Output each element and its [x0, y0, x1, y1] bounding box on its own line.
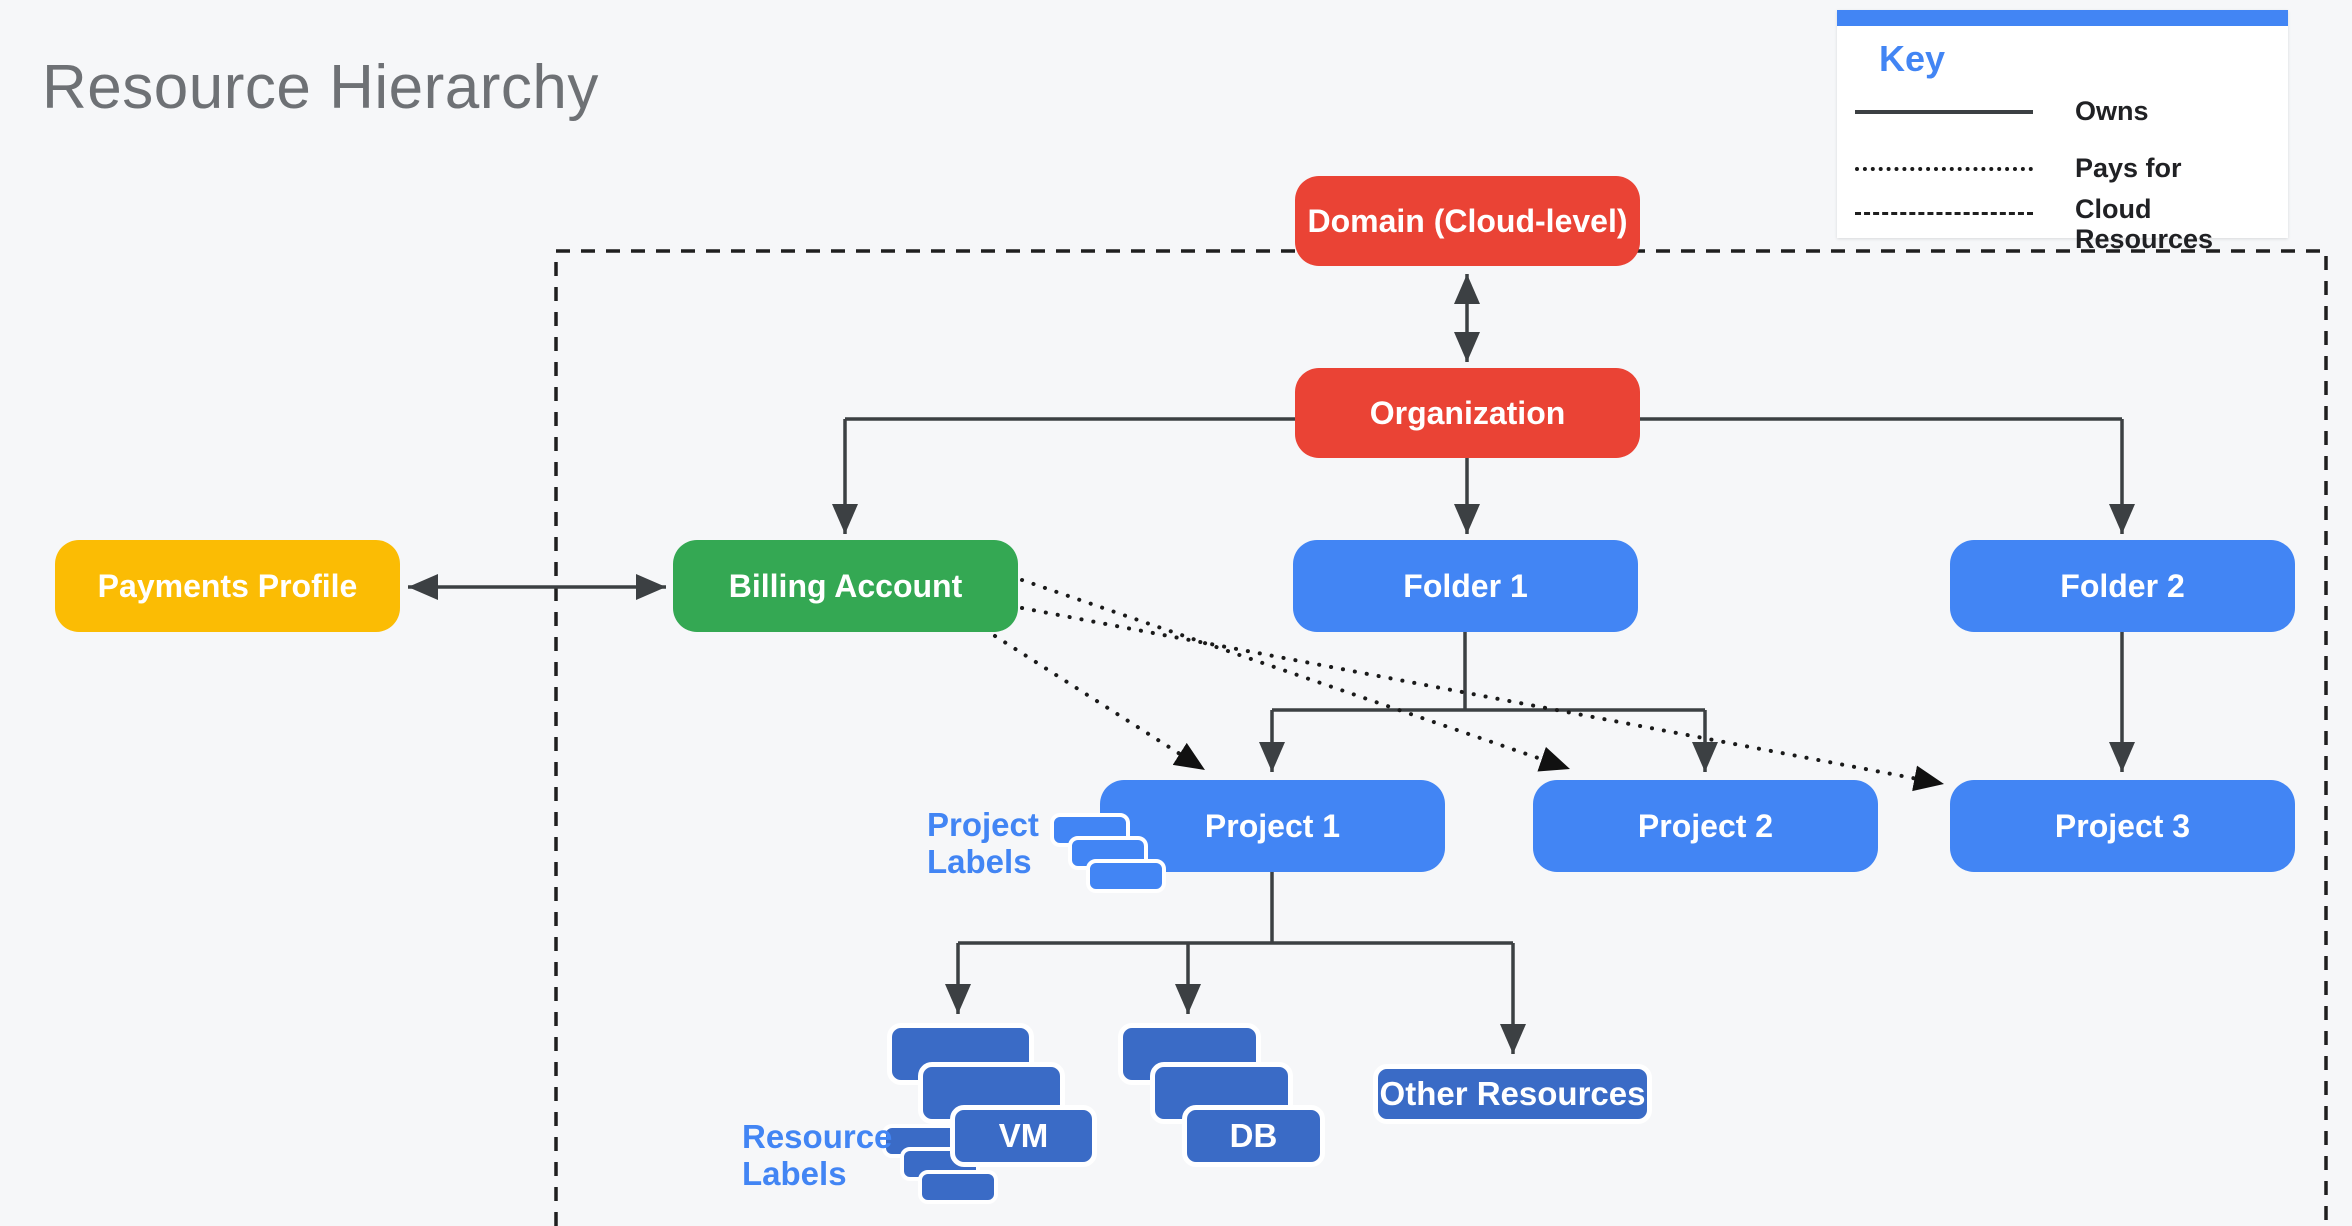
node-vm-label: VM: [998, 1117, 1049, 1154]
node-payments-profile-label: Payments Profile: [97, 567, 358, 604]
legend-cloud-resources-label: Cloud Resources: [2075, 194, 2214, 254]
node-folder-1: Folder 1: [1293, 540, 1638, 632]
node-billing-account: Billing Account: [673, 540, 1018, 632]
node-organization-label: Organization: [1369, 394, 1566, 431]
node-folder-2: Folder 2: [1950, 540, 2295, 632]
key-panel: Key Owns Pays for Cloud Resources: [1837, 10, 2288, 254]
node-vm: VM: [950, 1105, 1097, 1167]
node-domain-label: Domain (Cloud-level): [1307, 202, 1628, 239]
node-project-3: Project 3: [1950, 780, 2295, 872]
page-title: Resource Hierarchy: [42, 53, 599, 122]
node-domain: Domain (Cloud-level): [1295, 176, 1640, 266]
node-db-label: DB: [1229, 1117, 1278, 1154]
project1-rail: [958, 872, 1513, 945]
node-payments-profile: Payments Profile: [55, 540, 400, 632]
project-label-card: [1086, 859, 1166, 893]
legend-owns-label: Owns: [2075, 96, 2149, 126]
node-folder-2-label: Folder 2: [2060, 567, 2185, 604]
legend-pays-for-label: Pays for: [2075, 153, 2182, 183]
legend-cloud-resources-line: [1855, 212, 2033, 215]
pays-for-edges: [993, 578, 1946, 792]
node-organization: Organization: [1295, 368, 1640, 458]
owns-edges: [408, 274, 2135, 1054]
node-project-3-label: Project 3: [2054, 807, 2191, 844]
node-project-1-label: Project 1: [1204, 807, 1341, 844]
resource-label-card: [918, 1170, 998, 1204]
node-project-2-label: Project 2: [1637, 807, 1774, 844]
project-labels-caption: Project Labels: [927, 806, 1039, 880]
edge-billing-project2: [1020, 578, 1572, 772]
legend-owns-line: [1855, 110, 2033, 114]
node-db: DB: [1182, 1105, 1325, 1167]
edge-billing-project3: [1020, 606, 1946, 792]
edge-billing-project1: [993, 634, 1207, 772]
node-project-2: Project 2: [1533, 780, 1878, 872]
node-other-resources-label: Other Resources: [1379, 1075, 1646, 1112]
key-panel-accent-bar: [1837, 10, 2288, 26]
resource-labels-caption: Resource Labels: [742, 1118, 893, 1192]
node-project-1: Project 1: [1100, 780, 1445, 872]
legend-pays-for-line: [1855, 167, 2033, 171]
node-billing-account-label: Billing Account: [728, 567, 963, 604]
node-other-resources: Other Resources: [1373, 1064, 1652, 1124]
node-folder-1-label: Folder 1: [1403, 567, 1528, 604]
folder1-rail: [1272, 632, 1705, 712]
key-title: Key: [1879, 38, 1946, 79]
